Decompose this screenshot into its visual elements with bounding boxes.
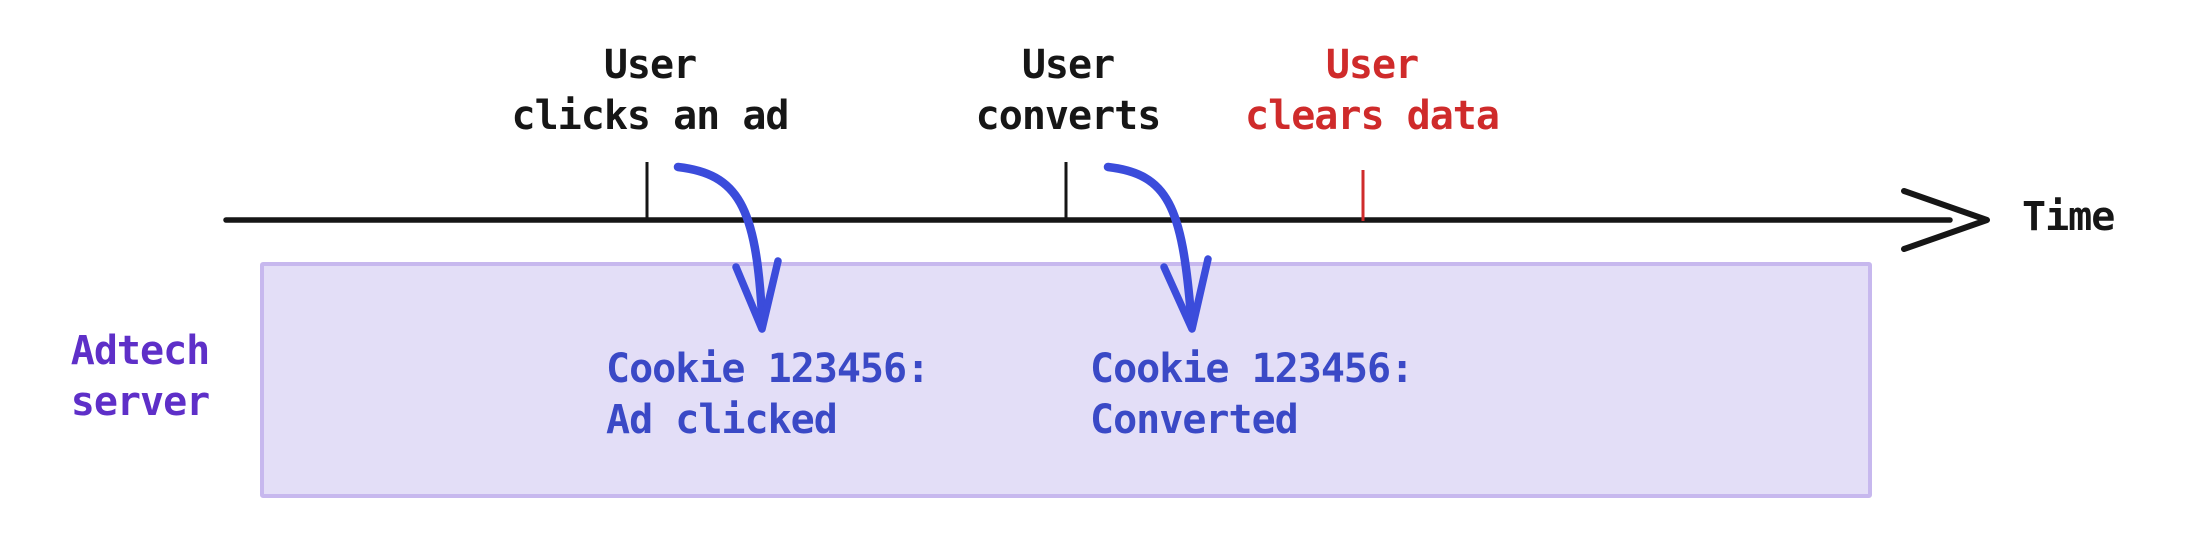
adtech-server-label: Adtech server xyxy=(70,328,210,425)
time-axis-label: Time xyxy=(2022,194,2115,240)
arrow-click-arrowhead-icon xyxy=(732,257,782,333)
cookie-record-ad-clicked: Cookie 123456: Ad clicked xyxy=(606,346,930,443)
adtech-server-box xyxy=(260,262,1872,498)
arrow-convert-arrowhead-icon xyxy=(1160,255,1212,333)
event-label-user-clicks-ad: User clicks an ad xyxy=(511,42,790,139)
arrow-convert-to-record xyxy=(1103,162,1196,321)
event-label-user-clears-data: User clears data xyxy=(1245,42,1500,139)
cookie-record-converted: Cookie 123456: Converted xyxy=(1090,346,1414,443)
arrow-click-to-record xyxy=(673,162,767,321)
time-axis-arrowhead-icon xyxy=(1901,188,1990,252)
event-label-user-converts: User converts xyxy=(975,42,1162,139)
